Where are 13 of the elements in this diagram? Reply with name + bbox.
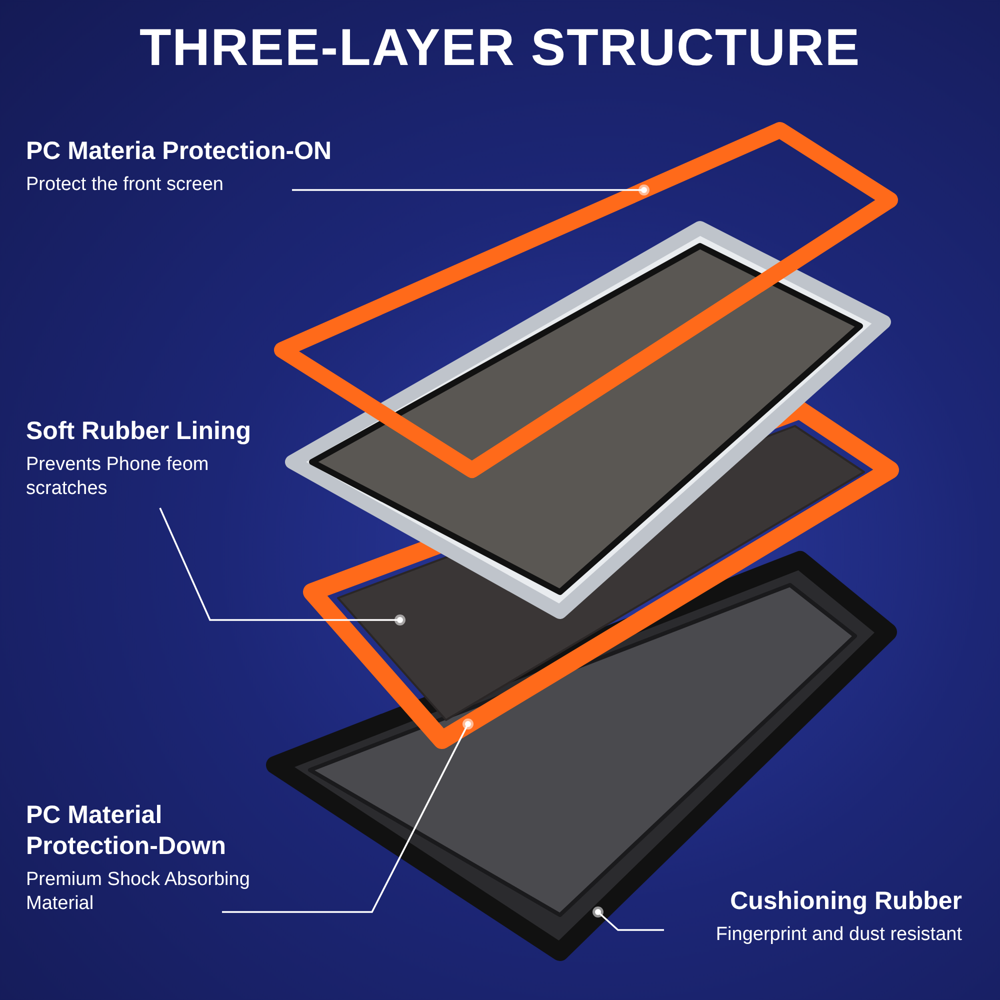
leader-line <box>222 718 474 913</box>
callout-text: Premium Shock Absorbing Material <box>26 868 251 916</box>
leader-line <box>292 184 650 196</box>
leader-line <box>159 508 406 626</box>
title: THREE-LAYER STRUCTURE <box>139 18 861 78</box>
leader-line <box>592 906 664 931</box>
callout-text: Prevents Phone feom scratches <box>26 453 210 501</box>
callout-text: Fingerprint and dust resistant <box>714 923 962 947</box>
callout-text: Protect the front screen <box>26 173 224 197</box>
callout-heading: PC Materia Protection-ON <box>26 136 333 167</box>
callout-heading: Cushioning Rubber <box>729 886 962 917</box>
callout-heading: PC Material Protection-Down <box>26 800 227 862</box>
callout-heading: Soft Rubber Lining <box>26 416 252 447</box>
